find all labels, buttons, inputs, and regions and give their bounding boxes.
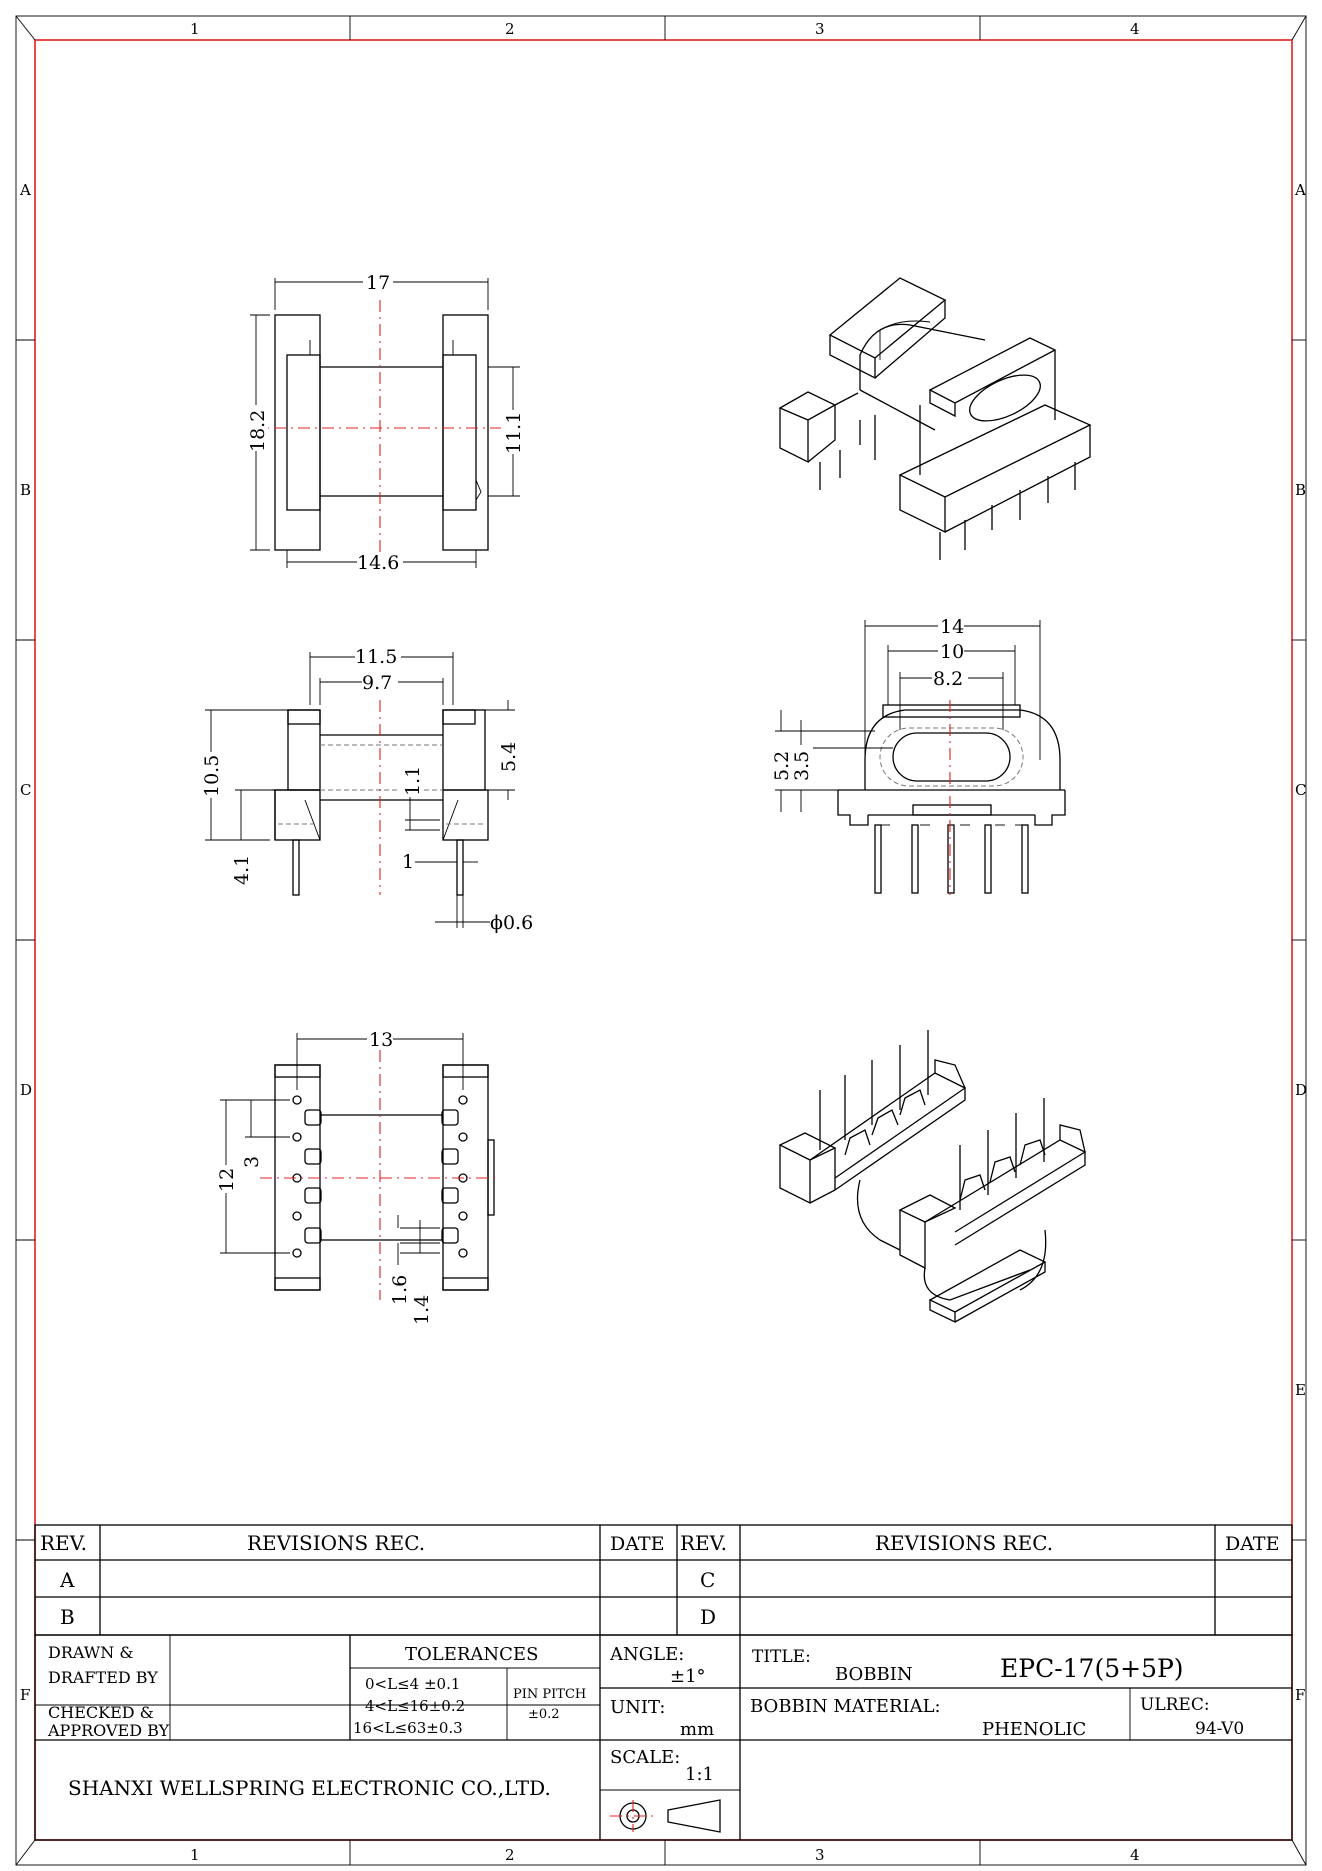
rev-c: C: [700, 1568, 715, 1592]
dim-bottom-height: 12: [216, 1168, 238, 1192]
drawn-label-2: DRAFTED BY: [48, 1668, 158, 1687]
title-label: TITLE:: [752, 1647, 811, 1667]
zone-row-b-left: B: [20, 481, 31, 499]
title-part-number: EPC-17(5+5P): [1000, 1654, 1184, 1683]
dim-top-inner-height: 11.1: [503, 412, 525, 454]
projection-symbol-icon: [610, 1799, 721, 1833]
zone-col-3-bottom: 3: [815, 1846, 825, 1864]
material-value: PHENOLIC: [982, 1719, 1086, 1740]
zone-row-a-left: A: [19, 181, 31, 199]
dim-side-flange: 5.4: [498, 742, 520, 772]
zone-row-b-right: B: [1295, 481, 1306, 499]
dim-bottom-slot: 1.6: [389, 1275, 411, 1305]
dim-bottom-width: 13: [369, 1029, 393, 1051]
tolerance-2: 4<L≤16±0.2: [365, 1697, 465, 1715]
angle-value: ±1°: [670, 1666, 706, 1687]
iso-view-top: [778, 277, 1092, 560]
title-block: DRAWN & DRAFTED BY CHECKED & APPROVED BY…: [34, 1634, 1293, 1841]
dim-side-height: 10.5: [201, 755, 223, 797]
zone-row-c-right: C: [1295, 781, 1306, 799]
drawn-label-1: DRAWN &: [48, 1643, 134, 1662]
zone-col-2-top: 2: [505, 20, 515, 38]
zone-row-f-right: F: [1295, 1686, 1305, 1704]
rev-d: D: [700, 1605, 716, 1629]
zone-col-1-top: 1: [190, 20, 200, 38]
tolerances-label: TOLERANCES: [405, 1644, 538, 1665]
zone-row-a-right: A: [1294, 181, 1306, 199]
zone-row-d-left: D: [20, 1081, 32, 1099]
dim-bottom-pitch: 3: [241, 1156, 263, 1168]
zone-col-3-top: 3: [815, 20, 825, 38]
scale-label: SCALE:: [610, 1747, 680, 1768]
rev-header-right: REV.: [680, 1531, 727, 1555]
dim-top-width: 17: [366, 272, 390, 294]
date-header-left: DATE: [610, 1533, 664, 1555]
iso-view-bottom: [778, 1030, 1087, 1324]
top-view: 17 18.2 11.1 14.6: [244, 271, 525, 574]
bottom-view: 13 12 3 1.6 1.4: [214, 1029, 500, 1326]
angle-label: ANGLE:: [609, 1644, 684, 1665]
dim-top-height: 18.2: [247, 410, 269, 452]
zone-row-f-left: F: [20, 1686, 30, 1704]
ulrec-label: ULREC:: [1140, 1695, 1210, 1715]
front-view: 14 10 8.2 5.2 3.5: [769, 616, 1066, 895]
revisions-header-left: REVISIONS REC.: [247, 1531, 425, 1555]
zone-row-d-right: D: [1295, 1081, 1307, 1099]
pin-pitch-label: PIN PITCH: [513, 1687, 586, 1702]
rev-a: A: [59, 1568, 75, 1592]
dim-front-width-mid: 10: [940, 641, 964, 663]
revisions-table: REV. REVISIONS REC. DATE REV. REVISIONS …: [34, 1524, 1293, 1636]
zone-col-4-top: 4: [1130, 20, 1140, 38]
unit-label: UNIT:: [610, 1697, 665, 1718]
rev-b: B: [60, 1605, 75, 1629]
rev-header-left: REV.: [40, 1531, 87, 1555]
dim-side-width-outer: 11.5: [355, 646, 397, 668]
dim-front-width-inner: 8.2: [933, 668, 963, 690]
dim-top-bottom-width: 14.6: [357, 552, 399, 574]
revisions-header-right: REVISIONS REC.: [875, 1531, 1053, 1555]
dim-side-width-inner: 9.7: [362, 672, 392, 694]
checked-label-1: CHECKED &: [48, 1703, 154, 1722]
zone-row-c-left: C: [20, 781, 31, 799]
title-name: BOBBIN: [835, 1664, 913, 1685]
dim-front-height-b: 3.5: [791, 751, 813, 781]
company-name: SHANXI WELLSPRING ELECTRONIC CO.,LTD.: [68, 1776, 551, 1800]
tolerance-3: 16<L≤63±0.3: [353, 1719, 463, 1737]
side-view: 11.5 9.7 10.5 4.1 5.4 1.1 1: [199, 646, 533, 934]
material-label: BOBBIN MATERIAL:: [750, 1696, 941, 1717]
zone-col-4-bottom: 4: [1130, 1846, 1140, 1864]
dim-side-wall: 1.1: [402, 766, 424, 796]
scale-value: 1:1: [685, 1764, 714, 1785]
dim-front-width-outer: 14: [940, 616, 964, 638]
zone-col-1-bottom: 1: [190, 1846, 200, 1864]
dim-front-height-a: 5.2: [771, 751, 793, 781]
ulrec-value: 94-V0: [1195, 1719, 1244, 1739]
pin-pitch-value: ±0.2: [528, 1707, 560, 1722]
dim-side-pin-offset: 1: [402, 851, 414, 873]
unit-value: mm: [680, 1719, 714, 1740]
dim-pin-diameter: ϕ0.6: [490, 912, 533, 934]
zone-col-2-bottom: 2: [505, 1846, 515, 1864]
date-header-right: DATE: [1225, 1533, 1279, 1555]
zone-labels: 1 2 3 4 1 2 3 4 A B C D F A B C D E F: [19, 20, 1307, 1864]
tolerance-1: 0<L≤4 ±0.1: [365, 1675, 460, 1693]
sheet-frame: [15, 15, 1307, 1866]
zone-row-e-right: E: [1295, 1381, 1306, 1399]
checked-label-2: APPROVED BY: [47, 1721, 170, 1740]
dim-side-base: 4.1: [231, 855, 253, 885]
dim-bottom-slot-gap: 1.4: [411, 1295, 433, 1325]
